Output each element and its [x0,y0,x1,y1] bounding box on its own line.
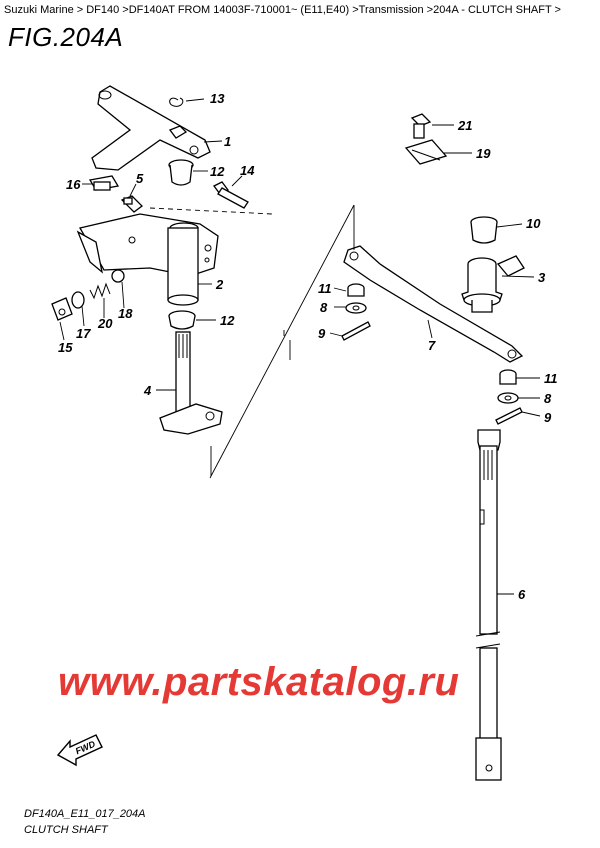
part-12-bushing-upper[interactable] [168,159,194,186]
callout-18: 18 [118,306,133,321]
callout-5: 5 [136,171,144,186]
callout-3: 3 [538,270,546,285]
part-17-oring[interactable] [71,291,85,309]
part-8-washer-left[interactable] [345,302,367,314]
callout-20: 20 [97,316,113,331]
callout-4: 4 [143,383,152,398]
part-6-shaft[interactable] [475,429,502,781]
callout-15: 15 [58,340,73,355]
part-1-lever[interactable] [91,85,211,171]
part-13-clip[interactable] [169,97,184,107]
callout-8-left: 8 [320,300,328,315]
callout-21: 21 [457,118,472,133]
part-15-plug[interactable] [51,297,73,321]
part-20-spring[interactable] [89,282,111,300]
part-21-bolt[interactable] [410,113,432,139]
part-9-pin-left[interactable] [341,321,371,341]
part-7-link[interactable] [343,245,525,363]
callout-10: 10 [526,216,541,231]
callout-14: 14 [240,163,255,178]
part-10-cap[interactable] [470,216,498,244]
watermark: www.partskatalog.ru [58,660,460,704]
callout-9-left: 9 [318,326,326,341]
callout-19: 19 [476,146,491,161]
callout-9-right: 9 [544,410,552,425]
part-12-bushing-lower[interactable] [168,310,196,330]
diagram-code: DF140A_E11_017_204A [24,808,146,820]
callout-7: 7 [428,338,436,353]
part-2-housing[interactable] [76,213,219,306]
callout-17: 17 [76,326,91,341]
part-11-collar-right[interactable] [499,369,517,385]
part-8-washer-right[interactable] [497,392,519,404]
breadcrumb[interactable]: Suzuki Marine > DF140 >DF140AT FROM 1400… [4,4,561,16]
diagram-caption: CLUTCH SHAFT [24,824,108,836]
callout-12-lower: 12 [220,313,235,328]
callout-1: 1 [224,134,231,149]
callout-6: 6 [518,587,526,602]
fwd-arrow-icon: FWD [56,734,103,767]
callout-2: 2 [215,277,224,292]
callout-11-left: 11 [318,281,332,296]
part-16-clamp[interactable] [88,175,120,191]
callout-16: 16 [66,177,81,192]
part-11-collar-left[interactable] [347,283,365,297]
callout-11-right: 11 [544,371,558,386]
callout-8-right: 8 [544,391,552,406]
part-18-ball[interactable] [111,269,125,283]
figure-title: FIG.204A [8,22,124,52]
part-4-shaft[interactable] [159,331,223,435]
part-14-bolt[interactable] [213,181,249,209]
part-5-fitting[interactable] [120,195,143,213]
part-3-bushing[interactable] [461,257,503,313]
callout-12-upper: 12 [210,164,225,179]
part-9-pin-right[interactable] [495,407,523,425]
part-19-clamp[interactable] [404,139,448,165]
callout-13: 13 [210,91,225,106]
